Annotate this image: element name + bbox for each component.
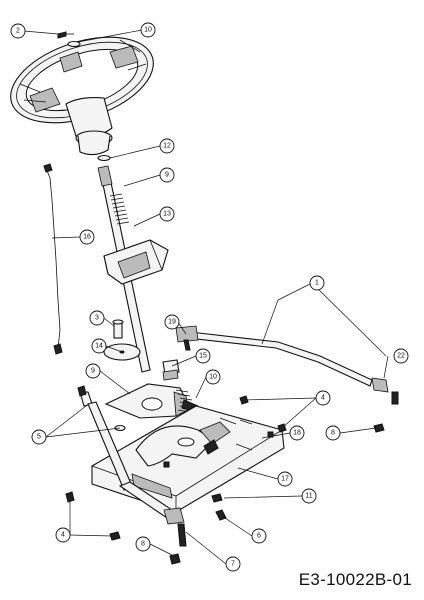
callout-18-label: 16 <box>83 234 91 241</box>
callout-4-right-label: 4 <box>321 395 325 402</box>
callout-10: 10 <box>205 369 221 385</box>
callout-10-label: 10 <box>209 374 217 381</box>
callout-4-left-label: 4 <box>61 532 65 539</box>
base-plate <box>91 405 285 513</box>
callout-20-label: 18 <box>293 430 301 437</box>
callout-16: 14 <box>91 338 107 354</box>
callout-11: 9 <box>159 167 175 183</box>
leader-lines <box>23 29 389 565</box>
bolt <box>112 319 124 339</box>
callout-8-left-label: 8 <box>141 541 145 548</box>
callout-17: 15 <box>195 348 211 364</box>
callout-13-label: 11 <box>305 493 312 500</box>
callout-3: 3 <box>89 310 105 326</box>
callout-19-label: 17 <box>281 476 289 483</box>
callout-9: 9 <box>85 363 101 379</box>
callout-18: 16 <box>79 229 95 245</box>
callout-6-label: 6 <box>257 533 261 540</box>
fasteners <box>65 395 385 565</box>
tie-rod <box>175 325 399 405</box>
callout-13: 11 <box>301 488 317 504</box>
callout-17-label: 15 <box>199 353 207 360</box>
callout-8-right-label: 8 <box>331 430 335 437</box>
callout-21: 19 <box>164 314 180 330</box>
callout-14-label: 12 <box>163 143 171 150</box>
drag-links <box>77 385 187 547</box>
callout-1-label: 1 <box>315 280 319 287</box>
callout-12: 10 <box>140 22 156 38</box>
callout-4-left: 4 <box>55 527 71 543</box>
callout-8-left: 8 <box>135 536 151 552</box>
callout-5: 5 <box>31 429 47 445</box>
callout-22-label: 22 <box>397 353 405 360</box>
callout-7-label: 7 <box>231 561 235 568</box>
callout-21-label: 19 <box>168 319 176 326</box>
callout-19: 17 <box>277 471 293 487</box>
callout-6: 6 <box>251 528 267 544</box>
wheel-cap <box>67 40 81 48</box>
callout-3-label: 3 <box>95 315 99 322</box>
callout-2-label: 2 <box>16 28 20 35</box>
callout-12-label: 10 <box>144 27 152 34</box>
callout-8-right: 8 <box>325 425 341 441</box>
callout-2: 2 <box>10 23 26 39</box>
callout-7: 7 <box>225 556 241 572</box>
callout-4-right: 4 <box>315 390 331 406</box>
callout-11-label: 9 <box>165 172 169 179</box>
callout-14: 12 <box>159 138 175 154</box>
callout-15: 13 <box>159 206 175 222</box>
drawing-number: E3-10022B-01 <box>298 570 412 589</box>
callout-9-label: 9 <box>91 368 95 375</box>
callout-5-label: 5 <box>37 434 41 441</box>
callout-20: 18 <box>289 425 305 441</box>
sector-gear <box>104 383 199 419</box>
wheel-pin <box>57 31 74 39</box>
callout-1: 1 <box>309 275 325 291</box>
callout-22: 22 <box>393 348 409 364</box>
steering-wheel <box>10 36 154 156</box>
column-bracket <box>103 239 169 285</box>
long-rod <box>43 163 63 355</box>
callout-15-label: 13 <box>163 211 171 218</box>
callout-16-label: 14 <box>95 343 103 350</box>
